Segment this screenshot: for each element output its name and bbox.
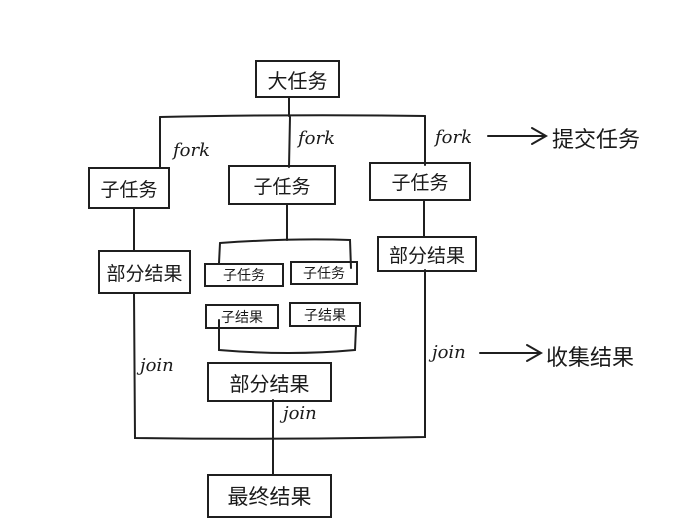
nested-subtask-box-left: 子任务 (204, 263, 284, 287)
partial-result-label-left: 部分结果 (106, 262, 183, 285)
fork-label-middle: fork (298, 128, 336, 149)
root-task-label: 大任务 (267, 68, 328, 93)
subtask-label-left: 子任务 (100, 178, 158, 201)
nested-subresult-box-right: 子结果 (289, 302, 361, 327)
subtask-box-middle: 子任务 (228, 165, 336, 205)
fork-label-left: fork (173, 140, 211, 161)
partial-result-box-left: 部分结果 (98, 250, 191, 294)
join-label-center: join (283, 403, 317, 424)
annotation-collect-results: 收集结果 (546, 346, 635, 371)
nested-subtask-label-right: 子任务 (303, 266, 345, 282)
nested-partial-result-box: 部分结果 (207, 362, 332, 402)
root-task-box: 大任务 (255, 60, 340, 98)
nested-subtask-box-right: 子任务 (290, 261, 358, 285)
nested-subresult-label-right: 子结果 (304, 307, 346, 324)
subtask-box-right: 子任务 (369, 162, 471, 201)
final-result-label: 最终结果 (227, 485, 312, 509)
nested-partial-result-label: 部分结果 (229, 371, 310, 396)
final-result-box: 最终结果 (207, 474, 332, 518)
annotation-submit-task: 提交任务 (552, 128, 641, 153)
partial-result-label-right: 部分结果 (388, 244, 465, 267)
subtask-label-middle: 子任务 (253, 175, 311, 198)
subtask-label-right: 子任务 (391, 172, 449, 194)
fork-label-right: fork (435, 127, 473, 148)
partial-result-box-right: 部分结果 (377, 236, 477, 272)
join-label-left: join (140, 355, 174, 376)
nested-subresult-box-left: 子结果 (205, 304, 279, 329)
subtask-box-left: 子任务 (88, 167, 170, 209)
nested-subtask-label-left: 子任务 (223, 268, 265, 284)
nested-subresult-label-left: 子结果 (221, 309, 263, 326)
join-label-right: join (432, 342, 466, 363)
